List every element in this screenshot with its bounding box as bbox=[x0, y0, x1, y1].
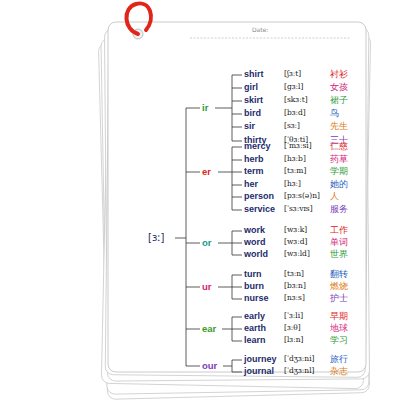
spelling-branch: or bbox=[202, 237, 212, 248]
chinese-meaning: 地球 bbox=[330, 323, 348, 335]
chinese-meaning: 仁慈 bbox=[330, 141, 348, 153]
vocab-word: mercy bbox=[244, 141, 271, 151]
chinese-meaning: 学习 bbox=[330, 335, 348, 347]
spelling-branch: ir bbox=[202, 102, 208, 113]
chinese-meaning: 药草 bbox=[330, 154, 348, 166]
vocab-word: journey bbox=[244, 354, 277, 364]
vocab-word: her bbox=[244, 179, 258, 189]
phonetic-text: [sɜː] bbox=[284, 121, 300, 130]
vocab-word: nurse bbox=[244, 293, 269, 303]
phonetic-text: [wɜːk] bbox=[284, 225, 307, 234]
chinese-meaning: 工作 bbox=[330, 225, 348, 237]
chinese-meaning: 她的 bbox=[330, 179, 348, 191]
phonetic-text: [ˈmɜːsi] bbox=[284, 141, 312, 150]
chinese-meaning: 早期 bbox=[330, 311, 348, 323]
spelling-branch: our bbox=[202, 360, 217, 371]
vocab-word: sir bbox=[244, 121, 255, 131]
vocab-word: turn bbox=[244, 269, 262, 279]
chinese-meaning: 学期 bbox=[330, 166, 348, 178]
vocab-word: learn bbox=[244, 335, 266, 345]
phonetic-text: [skɜːt] bbox=[284, 95, 308, 104]
phonetic-text: [ɡɜːl] bbox=[284, 82, 303, 91]
vocab-word: bird bbox=[244, 108, 261, 118]
chinese-meaning: 翻转 bbox=[330, 269, 348, 281]
chinese-meaning: 鸟 bbox=[330, 108, 339, 120]
vocab-word: girl bbox=[244, 82, 258, 92]
chinese-meaning: 护士 bbox=[330, 293, 348, 305]
phonetic-text: [tɜːn] bbox=[284, 269, 304, 278]
vocab-word: person bbox=[244, 191, 274, 201]
phonetic-text: [hɜːb] bbox=[284, 154, 306, 163]
vocab-word: term bbox=[244, 166, 264, 176]
chinese-meaning: 衬衫 bbox=[330, 69, 348, 81]
vocab-word: journal bbox=[244, 366, 274, 376]
chinese-meaning: 女孩 bbox=[330, 82, 348, 94]
vocab-word: skirt bbox=[244, 95, 263, 105]
chinese-meaning: 单词 bbox=[330, 237, 348, 249]
phonetic-text: [hɜː] bbox=[284, 179, 301, 188]
phonetic-text: [ˈɜːli] bbox=[284, 311, 303, 320]
phonetic-text: [nɜːs] bbox=[284, 293, 305, 302]
chinese-meaning: 裙子 bbox=[330, 95, 348, 107]
phonetic-text: [pɜːs(ə)n] bbox=[284, 191, 320, 200]
chinese-meaning: 人 bbox=[330, 191, 339, 203]
phonetic-text: [bɜːn] bbox=[284, 281, 306, 290]
chinese-meaning: 燃烧 bbox=[330, 281, 348, 293]
phonetic-text: [lɜːn] bbox=[284, 335, 303, 344]
vocab-word: work bbox=[244, 225, 265, 235]
phonetic-text: [ɜːθ] bbox=[284, 323, 301, 332]
chinese-meaning: 杂志 bbox=[330, 366, 348, 378]
phoneme-root: [ɜː] bbox=[148, 232, 165, 243]
vocab-word: herb bbox=[244, 154, 264, 164]
spelling-branch: ear bbox=[202, 323, 216, 334]
chinese-meaning: 服务 bbox=[330, 204, 348, 216]
date-label: Date: bbox=[252, 26, 268, 33]
vocab-word: early bbox=[244, 311, 265, 321]
vocab-word: world bbox=[244, 249, 268, 259]
vocab-word: shirt bbox=[244, 69, 264, 79]
phonetic-text: [tɜːm] bbox=[284, 166, 306, 175]
vocab-word: earth bbox=[244, 323, 266, 333]
vocab-word: service bbox=[244, 204, 275, 214]
phonetic-text: [ˈdʒɜːni] bbox=[284, 354, 315, 363]
phonetic-text: [ˈdʒɜːnl] bbox=[284, 366, 315, 375]
chinese-meaning: 世界 bbox=[330, 249, 348, 261]
phonetic-text: [wɜːd] bbox=[284, 237, 307, 246]
phonetic-text: [ʃɜːt] bbox=[284, 69, 301, 78]
spelling-branch: ur bbox=[202, 281, 212, 292]
vocab-word: word bbox=[244, 237, 266, 247]
vocab-word: burn bbox=[244, 281, 264, 291]
phonetic-text: [ˈsɜːvɪs] bbox=[284, 204, 313, 213]
spelling-branch: er bbox=[202, 166, 211, 177]
chinese-meaning: 旅行 bbox=[330, 354, 348, 366]
phonetic-text: [wɜːld] bbox=[284, 249, 310, 258]
chinese-meaning: 先生 bbox=[330, 121, 348, 133]
phonetic-text: [bɜːd] bbox=[284, 108, 306, 117]
